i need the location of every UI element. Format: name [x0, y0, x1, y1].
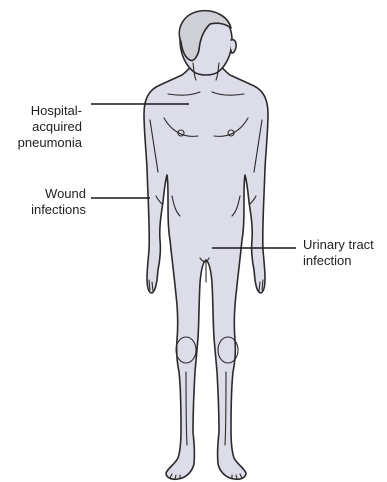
label-wound-infections: Wound infections: [2, 186, 86, 218]
human-body: [144, 11, 268, 480]
ear: [231, 40, 236, 53]
label-urinary-tract-infection: Urinary tract infection: [303, 237, 387, 269]
label-hospital-acquired-pneumonia: Hospital- acquired pneumonia: [2, 103, 82, 151]
